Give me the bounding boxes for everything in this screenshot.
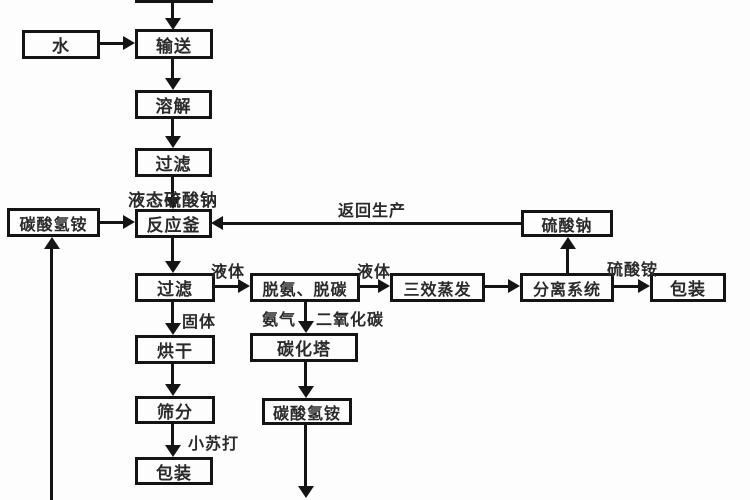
connector-line — [304, 425, 307, 487]
node-water: 水 — [22, 30, 100, 59]
node-packaging-right: 包装 — [650, 273, 726, 302]
node-deammonia-decarbon: 脱氨、脱碳 — [250, 273, 360, 302]
arrowhead-down-icon — [165, 18, 181, 30]
connector-line — [614, 285, 639, 288]
connector-line — [171, 302, 174, 324]
arrowhead-right-icon — [508, 279, 520, 293]
connector-line — [171, 2, 174, 19]
arrowhead-down-icon — [165, 197, 181, 209]
arrowhead-down-icon — [298, 386, 314, 398]
arrowhead-down-icon — [165, 323, 181, 335]
arrowhead-right-icon — [123, 36, 135, 50]
arrowhead-right-icon — [123, 215, 135, 229]
label-return-to-production: 返回生产 — [338, 203, 407, 220]
node-packaging-bottom: 包装 — [135, 457, 213, 485]
arrowhead-down-icon — [165, 445, 181, 457]
label-liquid-1: 液体 — [211, 264, 246, 281]
connector-line — [171, 177, 174, 198]
connector-line — [304, 362, 307, 387]
arrowhead-right-icon — [238, 279, 250, 293]
connector-line — [222, 222, 521, 225]
connector-line — [566, 248, 569, 273]
label-ammonium-sulfate: 硫酸铵 — [607, 262, 659, 279]
connector-line — [171, 364, 174, 385]
arrowhead-down-icon — [165, 78, 181, 90]
connector-line — [215, 285, 239, 288]
label-baking-soda: 小苏打 — [188, 436, 240, 453]
arrowhead-up-icon — [44, 237, 60, 249]
connector-line — [171, 59, 174, 79]
arrowhead-down-icon — [165, 384, 181, 396]
connector-line — [171, 119, 174, 137]
node-dissolve: 溶解 — [135, 90, 212, 119]
node-convey: 输送 — [135, 29, 213, 59]
connector-line — [360, 285, 379, 288]
node-triple-effect-evaporation: 三效蒸发 — [390, 273, 485, 302]
node-ammonium-bicarbonate-bottom: 碳酸氢铵 — [262, 398, 352, 425]
arrowhead-down-icon — [298, 321, 314, 333]
node-carbonization-tower: 碳化塔 — [250, 333, 358, 362]
node-reactor: 反应釜 — [135, 209, 212, 238]
node-top-partial — [135, 0, 213, 3]
label-liquid-sodium-sulfate: 液态硫酸钠 — [128, 191, 218, 210]
connector-line — [485, 285, 509, 288]
arrowhead-right-icon — [638, 279, 650, 293]
node-sodium-sulfate: 硫酸钠 — [521, 210, 613, 237]
arrowhead-down-icon — [165, 136, 181, 148]
arrowhead-down-icon — [165, 261, 181, 273]
connector-line — [100, 42, 124, 45]
connector-line — [100, 221, 124, 224]
node-separation-system: 分离系统 — [520, 273, 614, 302]
connector-line — [304, 302, 307, 322]
label-solid: 固体 — [182, 314, 217, 331]
arrowhead-down-icon — [298, 486, 314, 498]
node-filter-2: 过滤 — [135, 273, 215, 302]
node-ammonium-bicarbonate-left: 碳酸氢铵 — [7, 208, 100, 237]
connector-line — [50, 248, 53, 500]
arrowhead-left-icon — [211, 216, 223, 230]
node-sieving: 筛分 — [135, 396, 215, 424]
label-ammonia-gas: 氨气 — [262, 312, 297, 329]
arrowhead-up-icon — [560, 237, 576, 249]
arrowhead-right-icon — [378, 279, 390, 293]
connector-line — [171, 238, 174, 263]
label-liquid-2: 液体 — [357, 264, 392, 281]
connector-line — [171, 424, 174, 446]
node-filter-1: 过滤 — [135, 148, 212, 177]
label-carbon-dioxide: 二氧化碳 — [316, 312, 385, 329]
node-drying: 烘干 — [135, 335, 215, 364]
